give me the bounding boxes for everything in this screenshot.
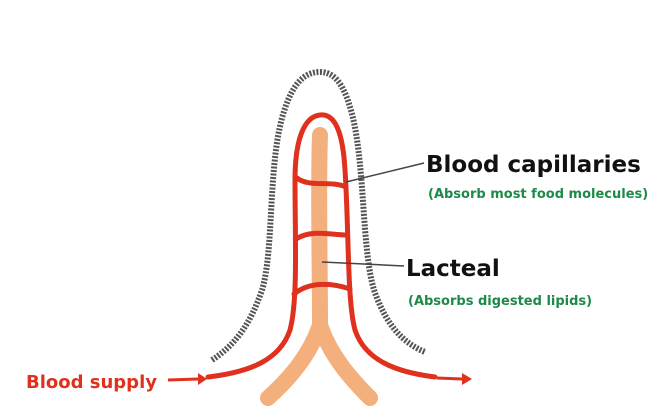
capillary-loop <box>205 112 438 380</box>
capillary-crosslink <box>291 281 353 297</box>
lacteal-note: (Absorbs digested lipids) <box>408 294 592 309</box>
blood-out-arrow <box>436 373 472 385</box>
capillaries-label: Blood capillaries <box>426 152 641 178</box>
lacteal-leader <box>321 261 405 267</box>
lacteal-label: Lacteal <box>406 256 500 282</box>
capillaries-note: (Absorb most food molecules) <box>428 187 648 202</box>
capillary-crosslink <box>294 175 349 190</box>
capillaries-leader <box>345 162 425 183</box>
blood-in-arrow <box>167 373 207 385</box>
capillary-crosslink <box>293 230 350 242</box>
blood-supply-label: Blood supply <box>26 372 157 393</box>
lacteal-vessel <box>260 127 378 406</box>
villus-wall <box>210 68 427 363</box>
